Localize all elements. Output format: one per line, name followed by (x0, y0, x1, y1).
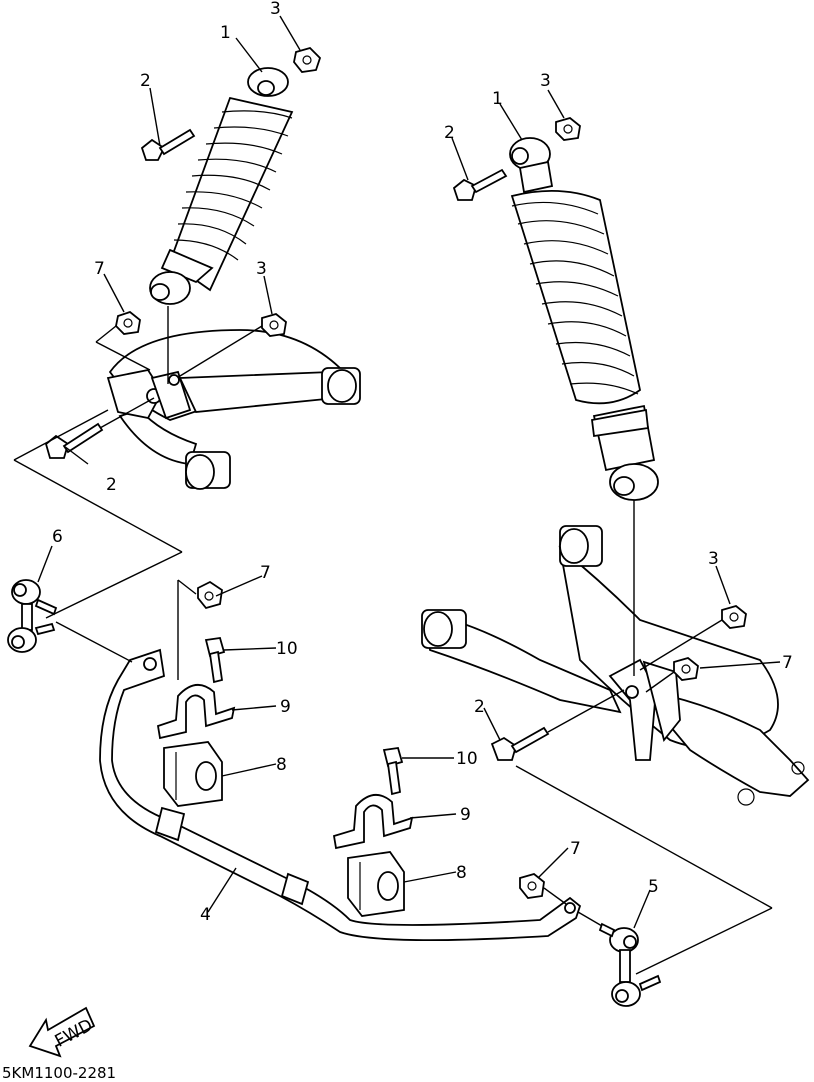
callouts: 1 2 3 7 3 2 1 2 3 6 7 10 9 8 10 9 8 4 7 … (52, 0, 793, 925)
callout-10: 10 (456, 749, 478, 769)
callout-7: 7 (94, 259, 105, 279)
callout-3: 3 (270, 0, 281, 19)
left-nut-3 (261, 313, 287, 337)
callout-3: 3 (540, 71, 551, 91)
bracket-left-9 (156, 684, 236, 740)
bar-assembly-lines (55, 579, 603, 927)
forward-arrow-icon: FWD (28, 1006, 96, 1058)
right-top-nut (555, 117, 581, 141)
callout-5: 5 (648, 877, 659, 897)
callout-8: 8 (456, 863, 467, 883)
callout-4: 4 (200, 905, 211, 925)
callout-1: 1 (492, 89, 503, 109)
right-top-bolt (452, 168, 508, 201)
callout-3: 3 (708, 549, 719, 569)
left-a-arm (106, 329, 361, 490)
callout-2: 2 (140, 71, 151, 91)
callout-3: 3 (256, 259, 267, 279)
stabilizer-link-6 (7, 579, 58, 653)
right-a-arm (421, 525, 810, 806)
right-nut-3 (721, 605, 747, 629)
callout-8: 8 (276, 755, 287, 775)
left-assembly-lines (13, 306, 263, 619)
drawing-code: 5KM1100-2281 (2, 1064, 116, 1082)
callout-7: 7 (570, 839, 581, 859)
callout-2: 2 (474, 697, 485, 717)
bushing-left-8 (163, 741, 223, 807)
callout-6: 6 (52, 527, 63, 547)
nut-7-right-bar (519, 873, 545, 899)
leader-lines (37, 15, 781, 929)
bushing-right-8 (347, 851, 405, 917)
right-lower-bolt (490, 726, 550, 761)
bracket-right-9 (332, 794, 414, 850)
callout-9: 9 (460, 805, 471, 825)
callout-1: 1 (220, 23, 231, 43)
right-shock-absorber (509, 137, 659, 501)
stabilizer-link-5 (598, 922, 662, 1007)
callout-2: 2 (106, 475, 117, 495)
bolt-right-10 (382, 746, 404, 796)
left-top-nut (293, 46, 322, 73)
right-assembly-lines (515, 500, 773, 975)
callout-7: 7 (782, 653, 793, 673)
bolt-left-10 (204, 636, 226, 684)
callout-2: 2 (444, 123, 455, 143)
left-shock-absorber (149, 67, 294, 305)
left-lower-bolt (44, 422, 104, 459)
nut-7-left-bar (197, 580, 223, 610)
left-nut-7 (115, 310, 141, 335)
callout-10: 10 (276, 639, 298, 659)
left-top-bolt (140, 128, 196, 161)
callout-9: 9 (280, 697, 291, 717)
callout-7: 7 (260, 563, 271, 583)
